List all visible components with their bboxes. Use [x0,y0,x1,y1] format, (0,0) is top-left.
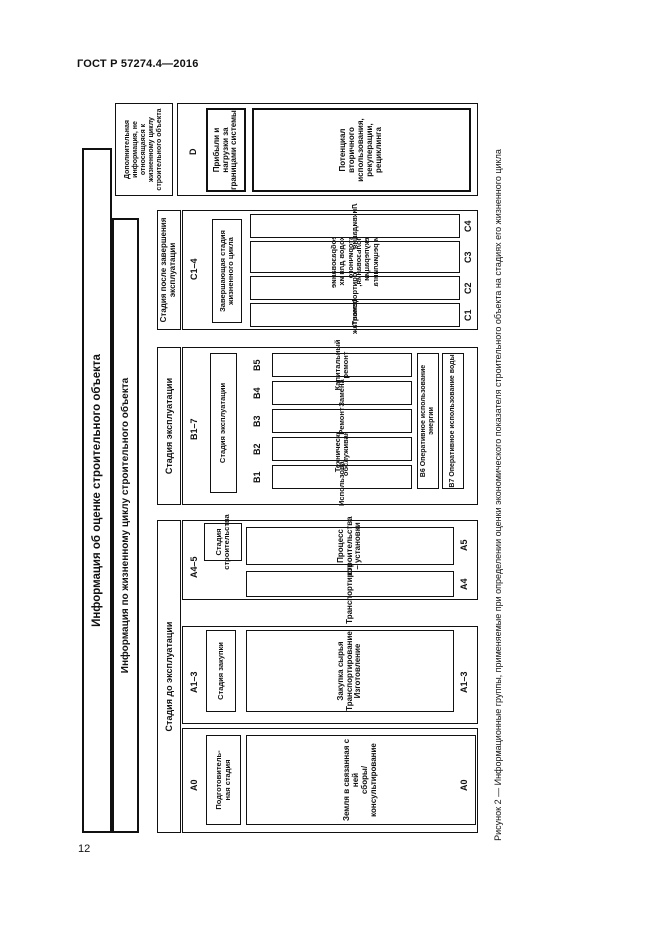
use-stage-code: B1–7 [189,418,199,440]
a4-row-code: A4 [459,578,469,590]
d-stage-box: Прибыли и нагрузки за границами системы [206,108,246,192]
b4-code: B4 [252,387,262,399]
use-stage-title: Стадия эксплуатации [157,347,181,505]
life-cycle-info-bar: Информация по жизненному циклу строитель… [112,218,139,833]
post-use-stage-box: Завершающая стадия жизненного цикла [212,219,242,323]
b6-box: B6 Оперативное использование энергии [417,353,439,489]
post-use-stage-title: Стадия после завершения эксплуатации [157,210,181,330]
document-header: ГОСТ Р 57274.4—2016 [77,58,199,70]
post-use-stage-code: C1–4 [189,258,199,280]
a1-3-code: A1–3 [189,671,199,693]
a0-row-code: A0 [459,779,469,791]
b3-code: B3 [252,415,262,427]
pre-use-stage-box: Стадия до эксплуатации [157,520,181,833]
a1-3-row-code: A1–3 [459,671,469,693]
additional-info-title: Дополнительная информация, не относящаяс… [115,103,173,196]
a0-row: Земля в связанная с ней сборы/консультир… [246,735,476,825]
a0-stage-box: Подготовитель- ная стадия [206,735,241,825]
c4-row: Ликвидация [250,203,460,249]
page-number: 12 [78,843,91,855]
b1-code: B1 [252,471,262,483]
a1-3-stage-box: Стадия закупки [206,630,236,712]
b5-code: B5 [252,359,262,371]
a4-5-stage-box: Стадия строительства [204,514,242,570]
assessment-info-bar: Информация об оценке строительного объек… [82,148,112,833]
b2-code: B2 [252,443,262,455]
b7-box: B7 Оперативное использование воды [442,353,464,489]
b3-row: Ремонт [272,407,412,435]
a1-3-row: Закупка сырья Транспортирование Изготовл… [246,630,454,712]
a5-row: Процесс строительства – установки [246,516,454,576]
c4-code: C4 [463,220,473,232]
c3-code: C3 [463,251,473,263]
a4-5-code: A4–5 [189,556,199,578]
info-groups-diagram: Информация об оценке строительного объек… [82,73,502,833]
b5-row: Капитальный ремонт [272,340,412,390]
a0-code: A0 [189,779,199,791]
c2-code: C2 [463,282,473,294]
use-stage-box: Стадия эксплуатации [210,353,237,493]
b2-row: Техническое обслуживание [272,422,412,476]
d-code: D [188,148,198,156]
a5-row-code: A5 [459,539,469,551]
figure-caption: Рисунок 2 — Информационные группы, приме… [493,149,503,841]
c1-code: C1 [463,309,473,321]
d-potential-box: Потенциал вторичного использования, реку… [252,108,471,192]
